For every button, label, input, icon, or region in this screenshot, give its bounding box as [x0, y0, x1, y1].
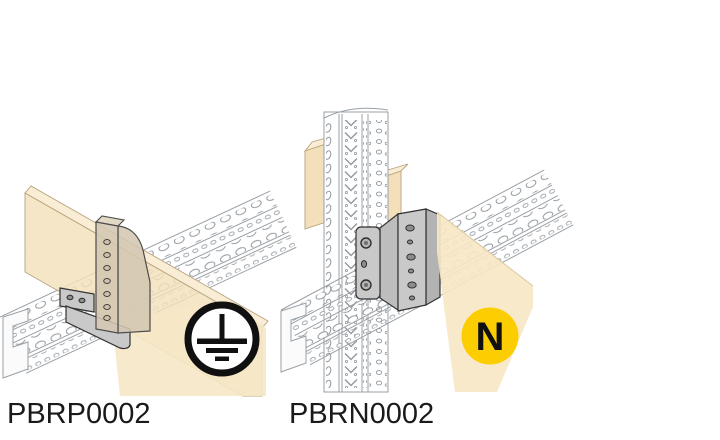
rail-end-profile [280, 302, 307, 373]
bracket-hole-column [103, 239, 111, 321]
pbrn0002-mounting-rail [280, 169, 574, 373]
bracket-web [379, 212, 399, 312]
pbrn0002-bracket [355, 208, 442, 312]
rail-end-profile [2, 308, 29, 379]
neutral-icon: N [461, 307, 519, 365]
product-code-pbrn0002: PBRN0002 [289, 398, 435, 430]
bracket-gusset [117, 225, 151, 334]
product-code-pbrp0002: PBRP0002 [7, 398, 151, 430]
pbrn0002-illustration: N [280, 107, 574, 393]
bracket-hole-column [405, 224, 417, 301]
bracket-front-strip [95, 221, 119, 334]
pbrp0002-mounting-rail [0, 190, 297, 379]
neutral-letter: N [476, 315, 505, 359]
pbrp0002-illustration [0, 185, 297, 397]
bracket-side-flange [59, 287, 95, 313]
pbrp0002-bracket [59, 215, 151, 350]
protective-earth-icon [184, 301, 260, 377]
